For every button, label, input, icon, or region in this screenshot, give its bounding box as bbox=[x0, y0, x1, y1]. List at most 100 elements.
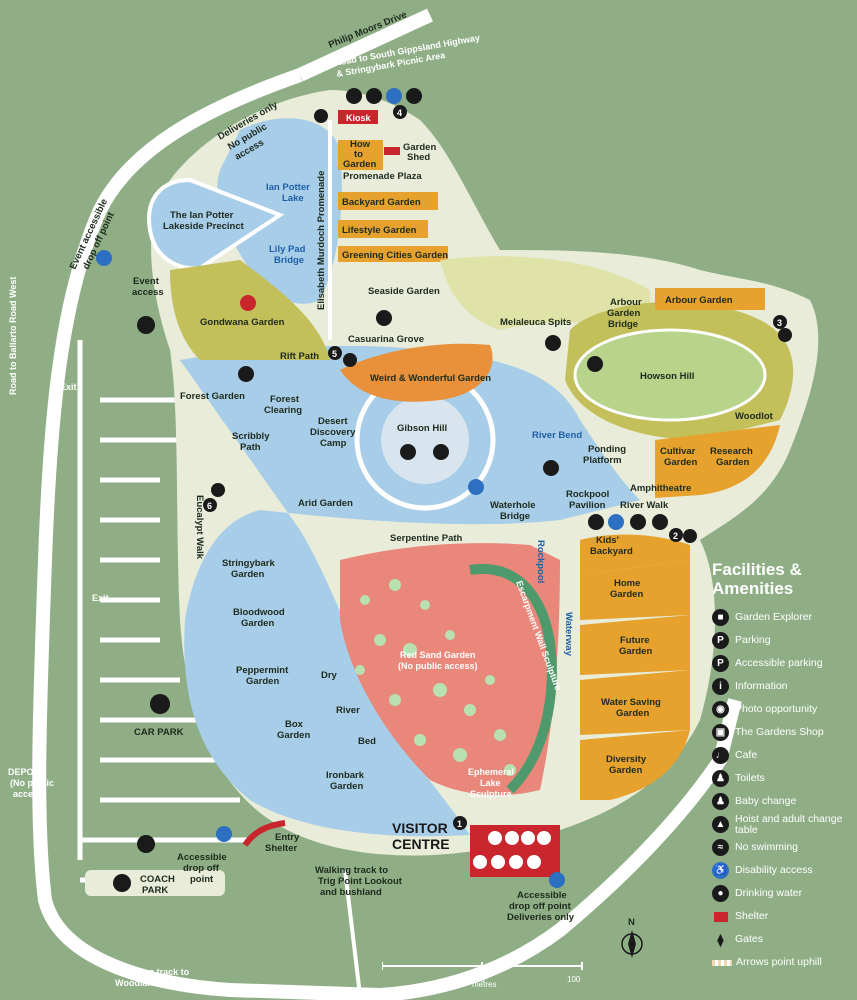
bloodwood-label-1: Bloodwood bbox=[233, 607, 285, 618]
gondwana-feature bbox=[240, 295, 256, 311]
casuarina-grove-label: Casuarina Grove bbox=[348, 334, 424, 345]
right-gardens bbox=[580, 534, 690, 800]
legend-item-label: Toilets bbox=[735, 772, 765, 784]
rift-path-label: Rift Path bbox=[280, 351, 319, 362]
desert-camp-label-2: Discovery bbox=[310, 427, 356, 438]
weird-wonderful-garden bbox=[340, 343, 493, 402]
philip-moors-road bbox=[297, 8, 433, 82]
river-bend-label: River Bend bbox=[532, 430, 582, 441]
cultivar-research bbox=[655, 425, 780, 498]
legend-item-label: Information bbox=[735, 680, 788, 692]
toilets-icon: ♟ bbox=[712, 770, 729, 787]
visitor-centre-label-1: VISITOR bbox=[392, 820, 448, 836]
no-swimming-icon bbox=[376, 310, 392, 326]
river-label: River bbox=[336, 705, 360, 716]
walking-trig-label-2: Trig Point Lookout bbox=[318, 876, 403, 887]
ephemeral-label-3: Sculpture bbox=[470, 789, 512, 799]
how-to-garden-label-3: Garden bbox=[343, 159, 376, 170]
ballarto-label: Road to Ballarto Road West bbox=[8, 277, 18, 395]
legend-item: ▲Hoist and adult change table bbox=[712, 813, 852, 836]
car-park-label: CAR PARK bbox=[134, 727, 184, 738]
svg-text:1: 1 bbox=[457, 819, 462, 829]
disability-access-icon bbox=[96, 250, 112, 266]
baby-change-icon: ♟ bbox=[712, 793, 729, 810]
accessible-drop-label-3: point bbox=[190, 874, 214, 885]
rockpool-pavilion-label-1: Rockpool bbox=[566, 489, 609, 500]
box-garden-label-1: Box bbox=[285, 719, 304, 730]
accessible-parking-icon: P bbox=[712, 655, 729, 672]
garden-shed-label-1: Garden bbox=[403, 142, 436, 153]
legend-item: ■Garden Explorer bbox=[712, 606, 852, 629]
arbour-garden-label: Arbour Garden bbox=[665, 295, 733, 306]
garden-explorer-icon bbox=[343, 353, 357, 367]
toilets-icon bbox=[588, 514, 604, 530]
legend-item: Arrows point uphill bbox=[712, 951, 852, 974]
visitor-centre-label-2: CENTRE bbox=[392, 836, 450, 852]
svg-text:6: 6 bbox=[207, 501, 212, 511]
arbour-bridge-label-2: Garden bbox=[607, 308, 640, 319]
precinct-label-1: The Ian Potter bbox=[170, 210, 234, 221]
legend-item-label: Parking bbox=[735, 634, 771, 646]
shelter-icon bbox=[714, 911, 728, 922]
peppermint-label-2: Garden bbox=[246, 676, 279, 687]
ian-potter-lake bbox=[217, 118, 342, 304]
disability-access-icon bbox=[491, 855, 505, 869]
ironbark-label-2: Garden bbox=[330, 781, 363, 792]
lily-pad-label-2: Bridge bbox=[274, 255, 304, 266]
ian-potter-lake-label-2: Lake bbox=[282, 193, 304, 204]
photo-opportunity-icon bbox=[433, 444, 449, 460]
red-sand-dots bbox=[355, 579, 516, 776]
forest-garden-label: Forest Garden bbox=[180, 391, 245, 402]
scale-bar: 50 100 metres bbox=[381, 962, 592, 993]
hoist-change-table-icon bbox=[652, 514, 668, 530]
information-icon: i bbox=[712, 678, 729, 695]
no-swimming-icon bbox=[543, 460, 559, 476]
walking-woodland-label-2: Woodland Picnic Area bbox=[115, 978, 211, 988]
gondwana-label: Gondwana Garden bbox=[200, 317, 285, 328]
legend-item: ●Drinking water bbox=[712, 882, 852, 905]
stringybark-label-1: Stringybark bbox=[222, 558, 276, 569]
cultivar-label-1: Cultivar bbox=[660, 446, 696, 457]
ian-potter-lake-label-1: Ian Potter bbox=[266, 182, 310, 193]
kiosk-shelter bbox=[338, 110, 378, 124]
parking-icon: P bbox=[712, 632, 729, 649]
garden-shed-label-2: Shed bbox=[407, 152, 430, 163]
disability-access-icon bbox=[216, 826, 232, 842]
legend-item: Shelter bbox=[712, 905, 852, 928]
compass-north-label: N bbox=[628, 917, 635, 928]
garden-explorer-icon bbox=[488, 831, 502, 845]
legend-item: ⧫Gates bbox=[712, 928, 852, 951]
legend-item: i Information bbox=[712, 675, 852, 698]
photo-opportunity-icon bbox=[587, 356, 603, 372]
bed-label: Bed bbox=[358, 736, 376, 747]
desert-camp-label-1: Desert bbox=[318, 416, 348, 427]
coach-park-label-2: PARK bbox=[142, 885, 168, 896]
legend-item-label: Shelter bbox=[735, 910, 769, 922]
compass: N bbox=[621, 917, 643, 958]
disability-access-icon bbox=[386, 88, 402, 104]
disability-access-icon bbox=[468, 479, 484, 495]
legend-item-label: Drinking water bbox=[735, 887, 803, 899]
ponding-platform-label-1: Ponding bbox=[588, 444, 626, 455]
stringybark-label-2: Garden bbox=[231, 569, 264, 580]
svg-text:4: 4 bbox=[397, 108, 402, 118]
cafe-icon: ♩ bbox=[712, 747, 729, 764]
garden-shed-shelter bbox=[384, 147, 400, 155]
legend-item: ♟ Toilets bbox=[712, 767, 852, 790]
red-sand-label-1: Red Sand Garden bbox=[400, 650, 476, 660]
walking-trig-label-3: and bushland bbox=[320, 887, 382, 898]
promenade-gardens bbox=[338, 140, 448, 262]
vc-drop-label-1: Accessible bbox=[517, 890, 567, 901]
hoist-change-table-icon bbox=[527, 855, 541, 869]
legend-item-label: Disability access bbox=[735, 864, 813, 876]
parking-icon bbox=[137, 316, 155, 334]
legend-item: ♩Cafe bbox=[712, 744, 852, 767]
legend-item: ◉Photo opportunity bbox=[712, 698, 852, 721]
rockpool-waterway-label: Rockpool bbox=[535, 540, 546, 583]
disability-access-icon bbox=[549, 872, 565, 888]
how-to-garden-label-2: to bbox=[354, 149, 363, 160]
depot-label-1: DEPOT bbox=[8, 767, 40, 777]
forest-clearing-label-1: Forest bbox=[270, 394, 300, 405]
stop-1: 1 bbox=[453, 816, 467, 830]
